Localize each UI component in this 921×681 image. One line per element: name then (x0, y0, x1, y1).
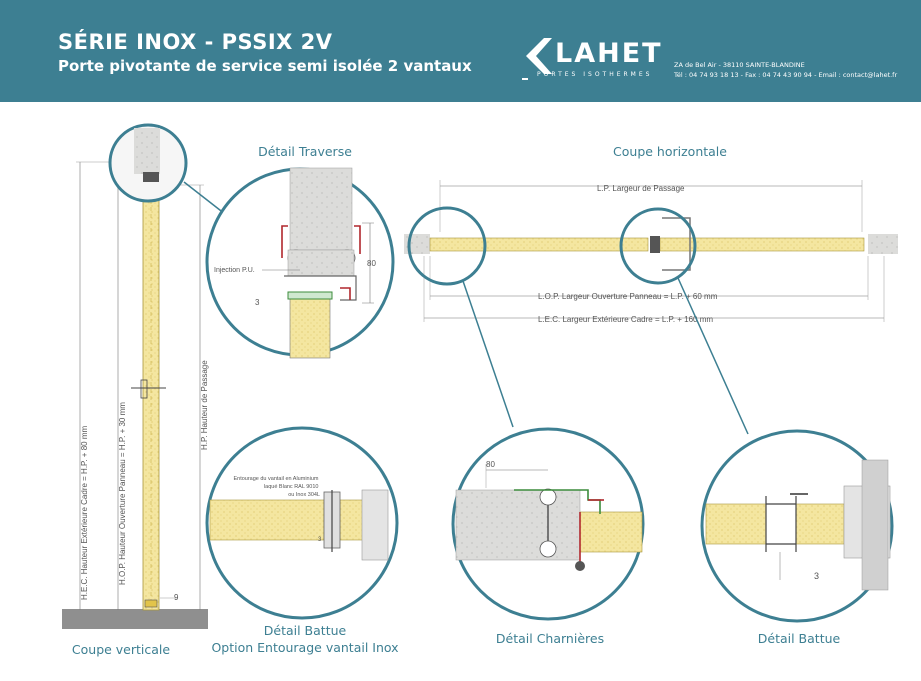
traverse-dimension-80: 80 (367, 259, 376, 268)
header-banner (0, 0, 921, 102)
label-detail-charnieres: Détail Charnières (495, 631, 605, 646)
label-detail-battue-option-line2: Option Entourage vantail Inox (211, 640, 399, 655)
injection-pu-label: Injection P.U. (214, 267, 255, 274)
address-line-2: Tél : 04 74 93 18 13 - Fax : 04 74 43 90… (674, 71, 898, 79)
label-detail-battue: Détail Battue (757, 631, 841, 646)
detail-traverse-drawing: 80 Injection P.U. 3 (205, 167, 395, 359)
logo-text: LAHET (555, 38, 663, 69)
traverse-dimension-3: 3 (255, 298, 260, 307)
logo-bracket-icon (522, 38, 552, 80)
coupe-verticale-drawing: 9 H.E.C. Hauteur Extérieure Cadre = H.P.… (62, 123, 226, 629)
logo-tagline: PORTES ISOTHERMES (537, 71, 653, 78)
label-coupe-horizontale: Coupe horizontale (613, 144, 727, 159)
lec-dimension-label: L.E.C. Largeur Extérieure Cadre = L.P. +… (538, 315, 713, 324)
hop-dimension-label: H.O.P. Hauteur Ouverture Panneau = H.P. … (118, 402, 127, 585)
battue-option-note-line1: Entourage du vantail en Aluminium (233, 476, 318, 482)
lp-dimension-label: L.P. Largeur de Passage (597, 184, 685, 193)
battue-option-note-line3: ou Inox 304L (288, 492, 320, 498)
hp-dimension-label: H.P. Hauteur de Passage (200, 360, 209, 450)
battue-option-dimension-3: 3 (318, 537, 322, 543)
coupe-horizontale-drawing: L.P. Largeur de Passage L.O.P. Largeur O… (404, 180, 898, 435)
charnieres-dimension-80: 80 (486, 460, 495, 469)
vertical-gap-label: 9 (174, 593, 179, 602)
hec-dimension-label: H.E.C. Hauteur Extérieure Cadre = H.P. +… (80, 426, 89, 600)
label-detail-battue-option-line1: Détail Battue (263, 623, 347, 638)
lop-dimension-label: L.O.P. Largeur Ouverture Panneau = L.P. … (538, 292, 718, 301)
label-detail-traverse: Détail Traverse (258, 144, 352, 159)
page-subtitle: Porte pivotante de service semi isolée 2… (58, 57, 472, 75)
detail-battue-drawing: 3 (700, 429, 894, 623)
battue-dimension-3: 3 (814, 571, 819, 581)
detail-charnieres-drawing: 80 (451, 427, 645, 621)
detail-battue-option-drawing: Entourage du vantail en Aluminium laqué … (205, 426, 399, 620)
battue-option-note-line2: laqué Blanc RAL 9010 (264, 484, 319, 490)
page-title: SÉRIE INOX - PSSIX 2V (58, 30, 333, 54)
address-line-1: ZA de Bel Air - 38110 SAINTE-BLANDINE (674, 61, 805, 69)
svg-text:Entourage du vantail en Alumin: Entourage du vantail en Aluminium laqué … (233, 476, 320, 498)
label-coupe-verticale: Coupe verticale (71, 642, 171, 657)
